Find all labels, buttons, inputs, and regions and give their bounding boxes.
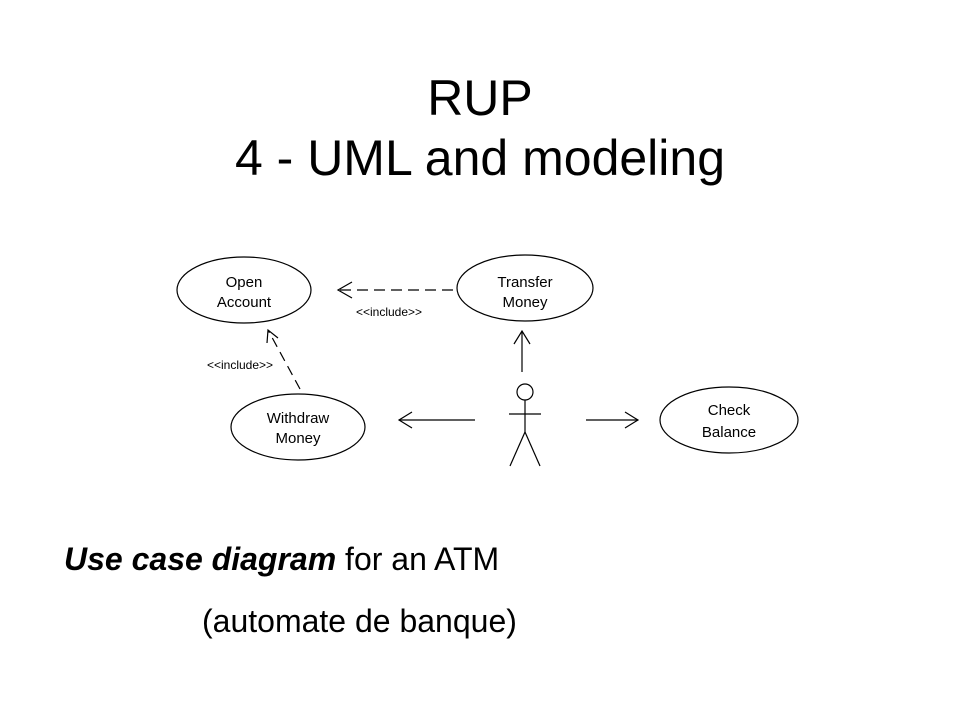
association-arrowhead-transfer <box>513 329 531 345</box>
include-arrow-withdraw-open <box>267 329 301 390</box>
title-line-1: RUP <box>427 70 533 126</box>
check-balance-label-1: Check <box>708 402 751 419</box>
use-case-open-account <box>176 256 312 324</box>
caption-emphasis: Use case diagram <box>64 541 337 577</box>
include-label-transfer: <<include>> <box>356 305 422 319</box>
association-arrowhead-withdraw <box>397 411 413 429</box>
transfer-money-label-2: Money <box>502 294 548 311</box>
transfer-money-label-1: Transfer <box>497 274 552 291</box>
association-arrowhead-check-balance <box>624 411 640 429</box>
use-case-transfer-money <box>456 254 594 322</box>
slide-title: RUP 4 - UML and modeling <box>0 68 960 188</box>
include-label-withdraw: <<include>> <box>207 358 273 372</box>
use-case-check-balance <box>659 386 799 454</box>
caption-line-1: Use case diagram for an ATM <box>64 539 499 579</box>
include-arrowhead-withdraw-open <box>266 328 279 344</box>
withdraw-money-label-1: Withdraw <box>267 410 330 427</box>
include-arrowhead-transfer-open <box>336 281 353 299</box>
open-account-label-1: Open <box>226 274 263 291</box>
caption-rest: for an ATM <box>336 541 500 577</box>
caption-line-2: (automate de banque) <box>202 603 517 639</box>
open-account-label-2: Account <box>217 294 272 311</box>
actor-stick-figure <box>509 383 541 467</box>
withdraw-money-label-2: Money <box>275 430 321 447</box>
title-line-2: 4 - UML and modeling <box>234 130 726 186</box>
check-balance-label-2: Balance <box>702 424 756 441</box>
use-case-withdraw-money <box>230 393 366 461</box>
